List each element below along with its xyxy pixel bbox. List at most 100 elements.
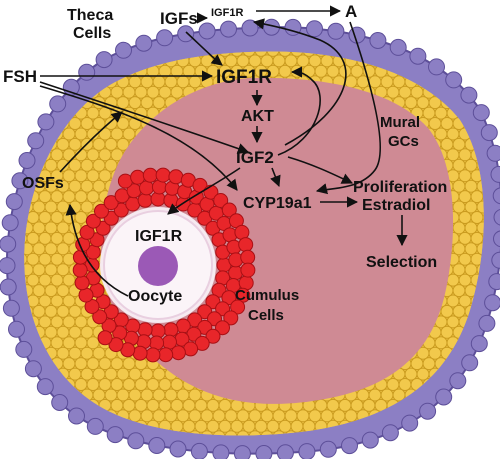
- granulosa-cell: [404, 96, 418, 110]
- cumulus-cell: [240, 249, 256, 265]
- granulosa-cell: [224, 409, 238, 423]
- theca-cell: [341, 437, 358, 455]
- granulosa-cell: [45, 34, 57, 46]
- granulosa-cell: [302, 64, 316, 78]
- theca-cell: [11, 172, 29, 190]
- granulosa-cell: [470, 64, 484, 78]
- theca-cell: [36, 378, 54, 396]
- granulosa-cell: [476, 200, 484, 214]
- granulosa-cell: [458, 169, 472, 183]
- cumulus-cell: [85, 213, 101, 229]
- theca-cell: [488, 273, 500, 291]
- granulosa-cell: [68, 430, 82, 436]
- granulosa-cell: [9, 34, 21, 46]
- theca-cell: [233, 445, 251, 459]
- granulosa-cell: [272, 430, 286, 436]
- granulosa-cell: [458, 252, 472, 266]
- granulosa-cell: [200, 430, 214, 436]
- granulosa-cell: [482, 85, 484, 99]
- granulosa-cell: [476, 430, 484, 436]
- theca-cell: [493, 209, 500, 226]
- theca-cells: [0, 18, 500, 459]
- theca-cell: [15, 340, 33, 358]
- theca-cell: [472, 104, 490, 122]
- granulosa-cell: [140, 96, 154, 110]
- granulosa-cell: [104, 117, 118, 130]
- theca-cell: [409, 47, 427, 65]
- fsh-label: FSH: [3, 67, 37, 86]
- granulosa-cell: [9, 368, 21, 380]
- theca-cell: [492, 187, 500, 205]
- granulosa-cell: [464, 75, 478, 89]
- granulosa-cell: [44, 54, 58, 68]
- granulosa-cell: [440, 117, 454, 130]
- cumulus-cell: [170, 345, 186, 361]
- cumulus-cell: [238, 237, 254, 253]
- theca-cell: [1, 214, 19, 232]
- granulosa-cell: [32, 54, 46, 68]
- theca-cell: [470, 335, 488, 353]
- granulosa-cell: [56, 304, 70, 318]
- theca-cell: [148, 437, 166, 454]
- granulosa-cell: [428, 117, 442, 130]
- granulosa-cell: [110, 378, 124, 391]
- arrow-a-to-cyp19a1: [315, 21, 382, 195]
- granulosa-cell: [56, 409, 70, 423]
- granulosa-cell: [62, 357, 76, 371]
- granulosa-cell: [452, 430, 466, 436]
- arrow-oocyte-to-osfs: [65, 203, 129, 297]
- theca-cell: [306, 20, 323, 38]
- granulosa-cell: [38, 398, 52, 412]
- granulosa-cell: [9, 138, 21, 150]
- granulosa-cell: [296, 409, 310, 423]
- granulosa-cell: [476, 388, 484, 402]
- cumulus-cell: [97, 330, 113, 346]
- granulosa-cell: [128, 409, 142, 423]
- osfs-label: OSFs: [22, 175, 64, 192]
- granulosa-cell: [80, 117, 94, 130]
- theca-cell: [327, 22, 345, 40]
- granulosa-cell: [404, 430, 418, 436]
- theca-cell: [298, 443, 316, 459]
- theca-cell: [0, 235, 17, 253]
- theca-cell: [5, 193, 23, 211]
- granulosa-cell: [32, 430, 46, 436]
- cumulus-cell: [155, 167, 171, 183]
- granulosa-cell: [9, 389, 21, 401]
- arrow-fsh-to-cyp19a1: [39, 85, 238, 191]
- theca-cell: [486, 144, 500, 162]
- granulosa-cell: [24, 96, 34, 110]
- cumulus-cell: [74, 275, 90, 291]
- theca-cell: [401, 414, 419, 432]
- granulosa-cell: [458, 51, 472, 57]
- granulosa-cell: [24, 85, 28, 99]
- granulosa-cell: [452, 54, 466, 68]
- theca-cell: [381, 424, 399, 442]
- granulosa-cell: [482, 211, 484, 224]
- theca-cell: [135, 34, 153, 52]
- granulosa-cell: [86, 148, 100, 162]
- granulosa-cell: [86, 169, 100, 183]
- arrow-igf2-to-proliferation: [287, 156, 354, 184]
- cumulus-cell: [205, 328, 221, 344]
- granulosa-cell: [464, 54, 478, 68]
- granulosa-cell: [32, 221, 46, 235]
- granulosa-cell: [452, 304, 466, 318]
- granulosa-cell: [24, 117, 34, 130]
- theca-cell: [493, 230, 500, 248]
- granulosa-cell: [476, 221, 484, 235]
- granulosa-cell: [98, 148, 112, 162]
- pathway-arrows: [39, 5, 408, 297]
- cumulus-cells-label-line1: Cumulus: [235, 287, 299, 304]
- theca-cell: [319, 440, 337, 458]
- granulosa-cell: [476, 367, 484, 381]
- theca-cell: [0, 257, 16, 275]
- cumulus-cells: [72, 167, 256, 363]
- theca-cell: [49, 95, 67, 113]
- theca-cell: [177, 25, 195, 43]
- granulosa-cell: [326, 64, 340, 78]
- granulosa-cell: [44, 200, 58, 214]
- selection-label: Selection: [366, 254, 437, 271]
- granulosa-cell: [453, 34, 465, 46]
